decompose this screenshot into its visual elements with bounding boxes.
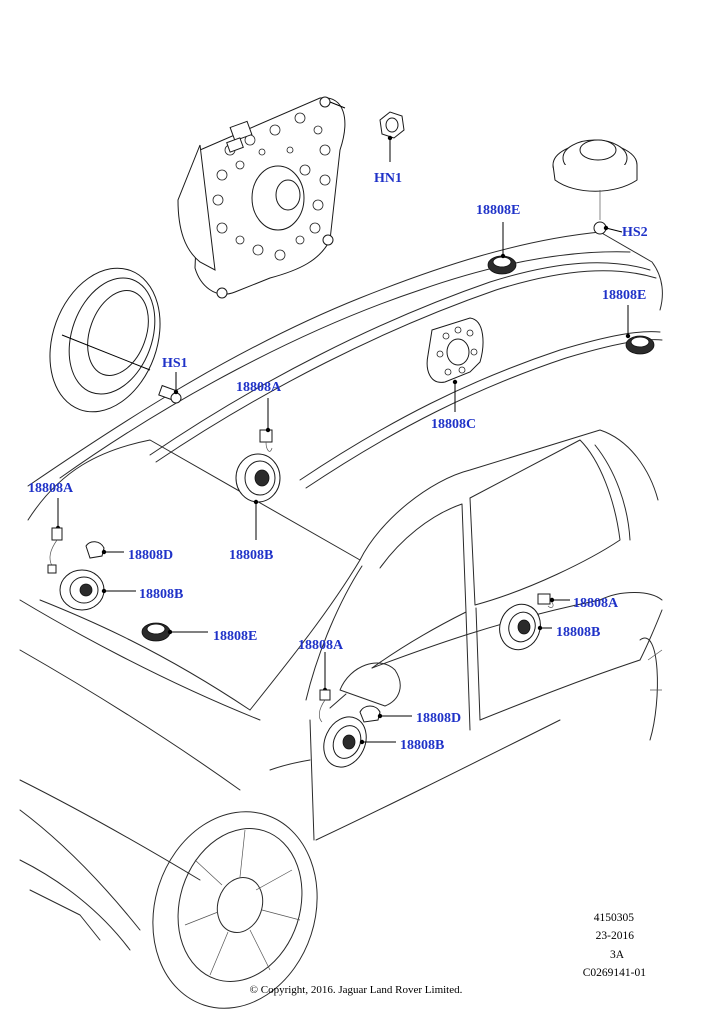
copyright: © Copyright, 2016. Jaguar Land Rover Lim… [250, 984, 463, 996]
speaker-18808c [426, 317, 484, 412]
callout-18808e-top-right[interactable]: 18808E [602, 288, 646, 303]
callout-18808b-roof[interactable]: 18808B [229, 548, 273, 563]
tweeter-hs2 [552, 139, 638, 235]
callout-18808d-left[interactable]: 18808D [128, 548, 173, 563]
callout-18808c[interactable]: 18808C [431, 417, 476, 432]
revision: 3A [610, 949, 625, 961]
callout-hs2[interactable]: HS2 [622, 225, 648, 240]
callout-18808b-front-door[interactable]: 18808B [400, 738, 444, 753]
callout-18808a-left[interactable]: 18808A [28, 481, 74, 496]
callout-18808b-rear-door[interactable]: 18808B [556, 625, 600, 640]
speaker-bezel-hs1 [49, 267, 182, 413]
callout-18808e-left[interactable]: 18808E [213, 629, 257, 644]
date-code: 23-2016 [596, 930, 635, 942]
callout-18808d-front-door[interactable]: 18808D [416, 711, 461, 726]
speaker-18808b-roof [235, 398, 281, 540]
callout-18808a-rear-door[interactable]: 18808A [573, 596, 619, 611]
speaker-group-rear-door [499, 593, 570, 651]
nut-hn1 [379, 111, 405, 162]
drawing-id: C0269141-01 [583, 967, 647, 979]
speaker-group-left [47, 498, 208, 642]
callout-18808e-top-center[interactable]: 18808E [476, 203, 520, 218]
tweeter-18808e-top-right [625, 305, 655, 355]
callout-18808a-roof[interactable]: 18808A [236, 380, 282, 395]
callout-hn1[interactable]: HN1 [374, 171, 402, 186]
speaker-group-front-door [318, 652, 412, 768]
callout-18808b-left[interactable]: 18808B [139, 587, 183, 602]
callout-18808a-front-door[interactable]: 18808A [298, 638, 344, 653]
vehicle-outline [19, 231, 663, 1009]
callout-hs1[interactable]: HS1 [162, 356, 188, 371]
reference-number: 4150305 [594, 912, 635, 924]
tweeter-18808e-top-center [487, 222, 517, 275]
speaker-assembly-large [177, 96, 346, 299]
